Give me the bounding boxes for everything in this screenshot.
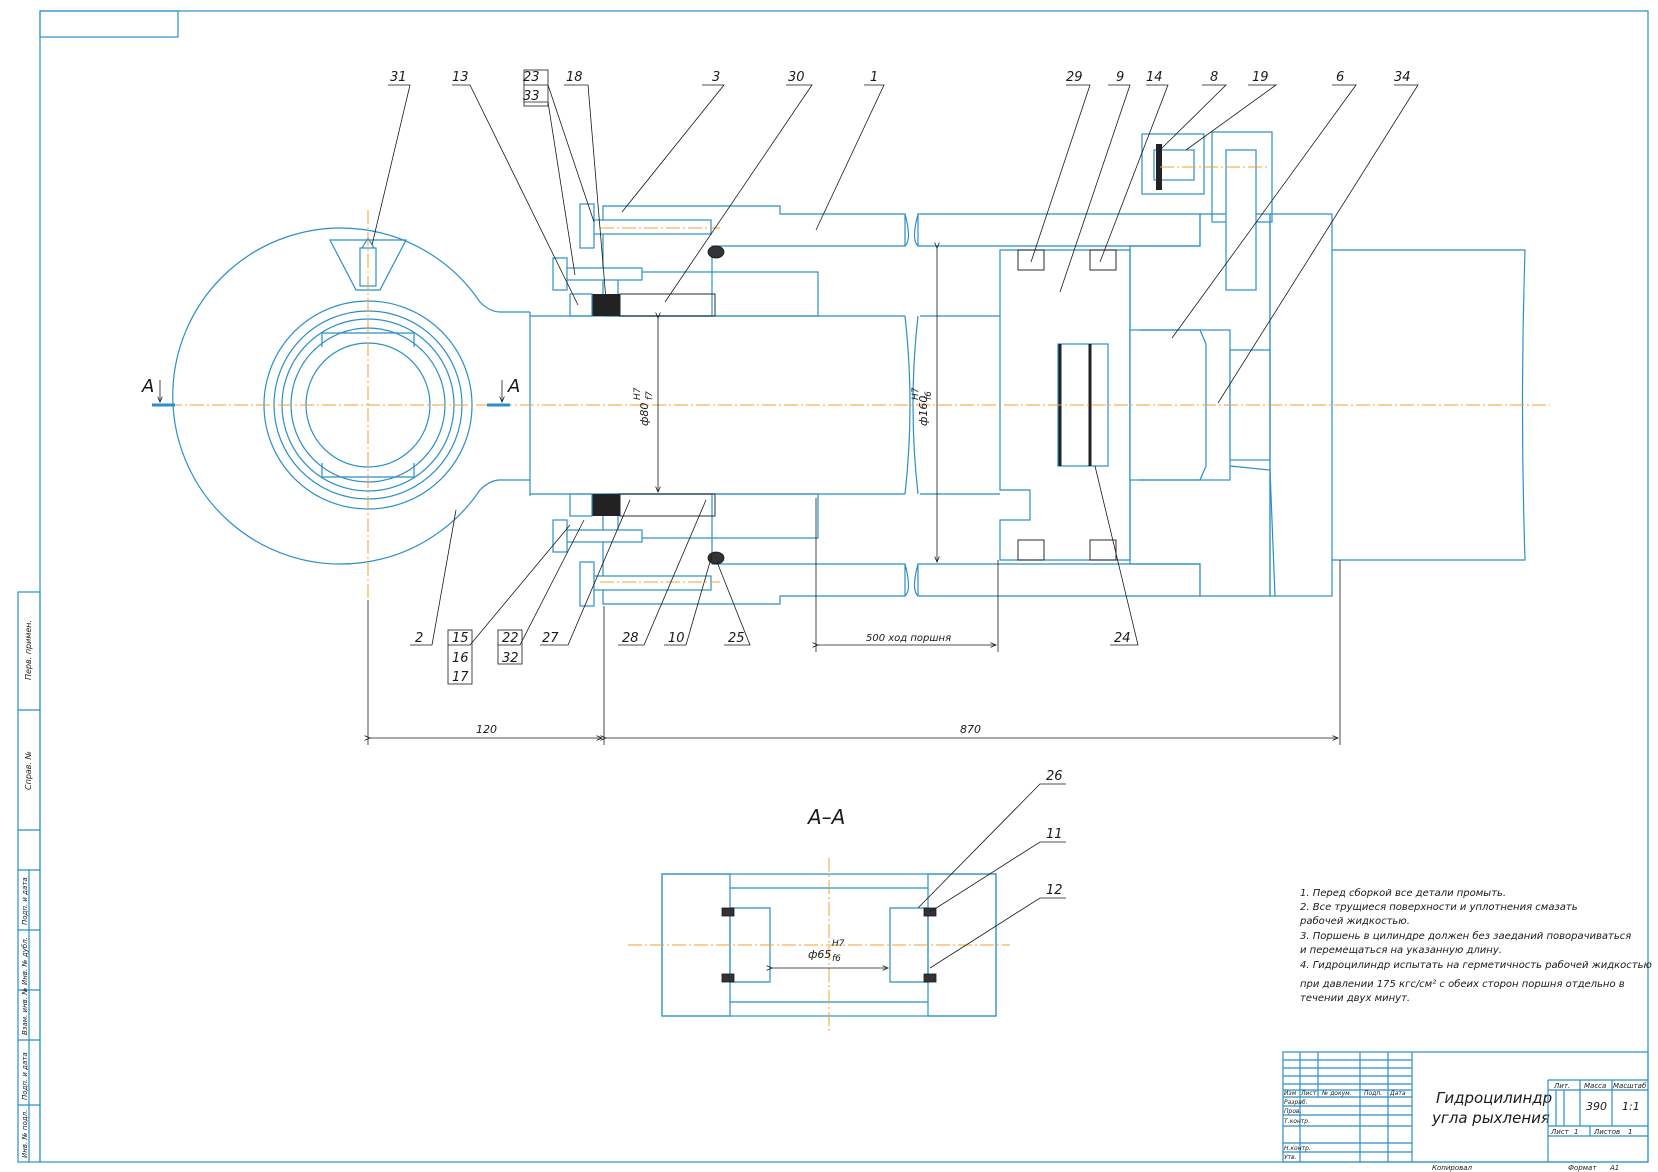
tb-massa: Масса xyxy=(1584,1082,1606,1090)
side-stamp-text: Подп. и дата xyxy=(21,877,29,925)
callout: 1 xyxy=(870,70,878,85)
callout: 17 xyxy=(452,670,469,685)
side-stamp-text: Взам. инв. № xyxy=(21,987,29,1035)
tb-col-sign: Подп. xyxy=(1364,1090,1382,1097)
dim-bore: ф160 xyxy=(917,396,930,426)
callout: 32 xyxy=(502,651,519,666)
callout: 34 xyxy=(1394,70,1411,85)
diameter-dimensions: ф80 H7 f7 ф160 H7 f6 xyxy=(633,248,937,562)
dim-eye-fit-top: H7 xyxy=(832,939,845,949)
callout: 28 xyxy=(622,631,639,646)
callout: 12 xyxy=(1046,883,1063,898)
sheet-frame xyxy=(17,10,1649,1163)
callout: 3 xyxy=(712,70,720,85)
section-label: А–А xyxy=(806,805,845,829)
dim-eye: ф65 xyxy=(808,948,831,961)
tb-sheets-value: 1 xyxy=(1628,1128,1632,1136)
callout: 10 xyxy=(668,631,685,646)
dim-len-left: 120 xyxy=(476,723,497,736)
tb-col-date: Дата xyxy=(1389,1090,1406,1097)
callout: 14 xyxy=(1146,70,1163,85)
tb-format: Формат xyxy=(1568,1164,1597,1172)
callout-leaders xyxy=(371,69,1419,685)
note-line: рабочей жидкостью. xyxy=(1299,915,1410,927)
callout: 15 xyxy=(452,631,469,646)
callout: 24 xyxy=(1114,631,1131,646)
dim-eye-fit-bottom: f6 xyxy=(832,954,841,964)
tb-sheet-value: 1 xyxy=(1574,1128,1578,1136)
dim-len-right: 870 xyxy=(960,723,981,736)
cylinder-tube xyxy=(904,131,1526,597)
note-line: 1. Перед сборкой все детали промыть. xyxy=(1300,887,1506,899)
section-cut-marks: А А xyxy=(141,376,520,407)
side-stamp-text: Инв. № дубл. xyxy=(21,937,29,985)
drawing-title-2: угла рыхления xyxy=(1431,1109,1550,1127)
section-a-a: А–А ф65 H7 f6 26 11 12 xyxy=(628,769,1066,1032)
tb-col-izm: Изм xyxy=(1284,1090,1297,1097)
length-dimensions: 500 ход поршня 120 870 xyxy=(368,498,1341,745)
tb-format-value: А1 xyxy=(1609,1164,1619,1172)
note-line: при давлении 175 кгс/см² с обеих сторон … xyxy=(1300,978,1625,990)
side-stamp-text: Перв. примен. xyxy=(24,620,33,680)
side-stamp-text: Справ. № xyxy=(24,751,33,790)
side-stamp: Перв. примен. Справ. № Подп. и дата Инв.… xyxy=(21,620,33,1158)
callout-labels: 31 13 23 33 18 3 30 1 29 9 14 8 19 6 34 … xyxy=(390,70,1411,685)
callout: 9 xyxy=(1116,70,1124,85)
callout: 16 xyxy=(452,651,469,666)
tb-row-razrab: Разраб. xyxy=(1284,1099,1308,1106)
callout: 13 xyxy=(452,70,469,85)
note-line: и перемещаться на указанную длину. xyxy=(1300,945,1502,956)
tb-sheet: Лист xyxy=(1550,1128,1570,1136)
dim-rod: ф80 xyxy=(638,403,651,426)
note-line: 2. Все трущиеся поверхности и уплотнения… xyxy=(1300,902,1578,913)
tb-masshtab: Масштаб xyxy=(1613,1082,1647,1090)
callout: 30 xyxy=(788,70,805,85)
tb-row-tkontr: Т.контр. xyxy=(1284,1118,1310,1125)
callout: 29 xyxy=(1066,70,1083,85)
tb-col-doc: № докум. xyxy=(1321,1090,1352,1097)
callout: 19 xyxy=(1252,70,1269,85)
main-view: А А ф80 H7 f7 ф160 H7 f6 500 ход поршня xyxy=(141,69,1550,745)
tb-row-utv: Утв. xyxy=(1284,1154,1297,1161)
front-gland xyxy=(552,203,906,607)
dim-bore-fit-top: H7 xyxy=(911,387,921,400)
callout: 8 xyxy=(1210,70,1218,85)
drawing-title-1: Гидроцилиндр xyxy=(1436,1089,1552,1107)
rod-eye xyxy=(172,227,530,565)
note-line: 4. Гидроцилиндр испытать на герметичност… xyxy=(1300,959,1652,971)
tb-row-nkontr: Н.контр. xyxy=(1284,1145,1311,1152)
tb-scale-value: 1:1 xyxy=(1622,1100,1640,1113)
callout: 31 xyxy=(390,70,407,85)
dim-rod-fit-top: H7 xyxy=(633,387,643,400)
callout: 23 xyxy=(523,70,540,85)
callout: 18 xyxy=(566,70,583,85)
callout: 25 xyxy=(728,631,745,646)
dim-bore-fit-bottom: f6 xyxy=(924,391,934,400)
note-line: 3. Поршень в цилиндре должен без заедани… xyxy=(1300,930,1631,942)
callout: 27 xyxy=(542,631,559,646)
callout: 2 xyxy=(415,631,423,646)
tb-row-prov: Пров. xyxy=(1284,1108,1302,1115)
title-block: Изм Лист № докум. Подп. Дата Разраб. Про… xyxy=(1282,1051,1649,1172)
tb-sheets: Листов xyxy=(1593,1128,1620,1136)
callout: 26 xyxy=(1046,769,1063,784)
cut-label-right: А xyxy=(507,376,520,397)
note-line: течении двух минут. xyxy=(1300,993,1410,1004)
dim-stroke: 500 ход поршня xyxy=(866,633,951,644)
cut-label-left: А xyxy=(141,376,154,397)
tb-copied: Копировал xyxy=(1432,1164,1473,1172)
technical-notes: 1. Перед сборкой все детали промыть. 2. … xyxy=(1299,887,1652,1004)
callout: 11 xyxy=(1046,827,1063,842)
side-stamp-text: Инв. № подл. xyxy=(21,1110,29,1158)
tb-col-list: Лист xyxy=(1300,1090,1317,1097)
callout: 33 xyxy=(523,89,540,104)
tb-massa-value: 390 xyxy=(1586,1100,1607,1113)
callout: 6 xyxy=(1336,70,1344,85)
tb-lit: Лит. xyxy=(1553,1082,1570,1090)
dim-rod-fit-bottom: f7 xyxy=(645,391,655,400)
callout: 22 xyxy=(502,631,519,646)
side-stamp-text: Подп. и дата xyxy=(21,1052,29,1100)
